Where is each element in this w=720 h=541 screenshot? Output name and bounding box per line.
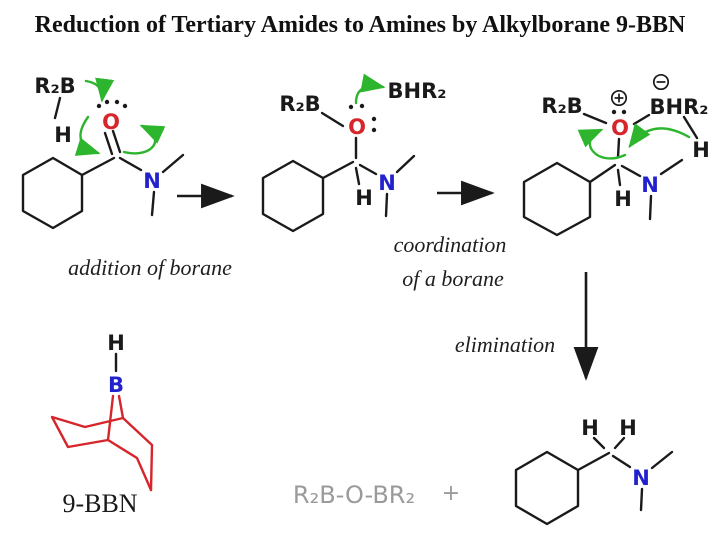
cyclohexane-ring (522, 161, 592, 237)
h2-label: H (619, 416, 637, 440)
h2-c-bond (613, 436, 626, 450)
ring-c-bond (576, 451, 611, 472)
b-o-bond (320, 111, 345, 128)
c-n-bond (620, 164, 642, 178)
curved-arrow-oxygen-to-borane (354, 73, 386, 105)
cyclohexane-ring (514, 450, 580, 526)
scheme-title: Reduction of Tertiary Amides to Amines b… (34, 12, 686, 38)
borane-r2b-label: R₂B (541, 94, 582, 118)
nitrogen-label: N (632, 466, 650, 490)
o-b-bond (632, 113, 651, 126)
borane-h-label: H (692, 138, 710, 162)
step1-label: addition of borane (68, 255, 232, 280)
borane-bhr2-label: BHR₂ (388, 79, 447, 103)
b-h-bond (53, 96, 62, 120)
step2-label-line1: coordination (394, 232, 507, 257)
step3-label: elimination (455, 332, 555, 357)
byproduct-formula: R₂B-O-BR₂ (293, 481, 415, 509)
b-h-bond (682, 115, 699, 140)
curved-arrow-borane-to-oxygen (84, 77, 115, 103)
oxygen-label: O (102, 110, 120, 134)
ring-carbonyl-bond (80, 156, 116, 177)
c-h-bond (616, 168, 622, 187)
lone-pair-dots (348, 103, 377, 133)
c-n-bond (358, 163, 378, 176)
borane-r2b-label: R₂B (279, 92, 320, 116)
bicyclononane-skeleton (50, 394, 154, 492)
n-methyl-up-bond (161, 153, 185, 174)
h-label: H (614, 187, 632, 211)
n-methyl-up-bond (659, 158, 684, 176)
lone-pair-dots (96, 99, 128, 109)
h-label: H (355, 186, 373, 210)
n-methyl-up-bond (650, 450, 674, 470)
oxygen-label: O (611, 116, 629, 140)
h-label: H (107, 331, 125, 355)
borate-complex-structure: R₂B O BHR₂ H H (522, 73, 710, 237)
amine-product-structure: H H N (514, 416, 674, 526)
negative-charge-icon (652, 73, 670, 91)
n-methyl-down-bond (150, 190, 156, 217)
h1-label: H (581, 416, 599, 440)
nitrogen-label: N (378, 171, 396, 195)
step2-label-line2: of a borane (402, 266, 504, 291)
b-o-bond (582, 112, 608, 125)
boron-label: B (108, 373, 124, 397)
ring-c-bond (588, 163, 617, 184)
plus-sign: + (442, 481, 460, 506)
n-methyl-down-bond (639, 487, 644, 512)
nitrogen-label: N (641, 173, 659, 197)
cyclohexane-ring (21, 156, 84, 230)
borane-r2b-label: R₂B (34, 74, 75, 98)
n-methyl-down-bond (384, 192, 389, 218)
n-methyl-up-bond (395, 154, 416, 174)
intermediate-structure: R₂B O BHR₂ H N (261, 73, 447, 233)
o-c-bond (616, 137, 621, 159)
hydride-label: H (54, 123, 72, 147)
c-h-bond (354, 166, 361, 186)
amide-structure: R₂B H O N (21, 74, 185, 230)
cyclohexane-ring (261, 159, 325, 233)
bbn-structure: H B 9-BBN (50, 331, 154, 518)
carbonyl-double-bond (103, 129, 122, 156)
c-n-bond (611, 454, 632, 469)
curved-arrow-co-bond-to-oxygen (577, 128, 627, 160)
oxygen-label: O (348, 115, 366, 139)
borane-bhr2-label: BHR₂ (650, 95, 709, 119)
lone-pair-dots (611, 109, 627, 115)
positive-charge-icon (610, 89, 628, 107)
c-n-bond (118, 156, 143, 172)
curved-arrow-hydride-to-carbon (628, 123, 691, 149)
curved-arrow-hydride-to-carbon (74, 115, 101, 156)
h1-c-bond (592, 436, 606, 450)
bbn-name-label: 9-BBN (62, 489, 137, 518)
ring-c-bond (321, 160, 355, 180)
n-methyl-down-bond (648, 194, 653, 221)
nitrogen-label: N (143, 169, 161, 193)
curved-arrow-pi-to-oxygen (122, 124, 166, 155)
